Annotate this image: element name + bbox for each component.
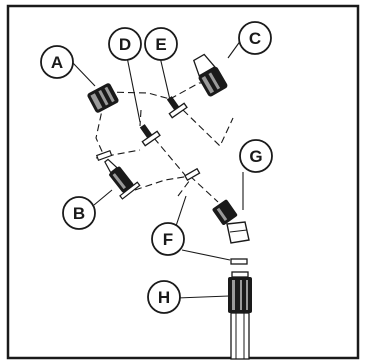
callout-a-label: A: [51, 53, 63, 72]
part-g-elbow-connector: [212, 199, 250, 244]
part-c-connector: [193, 53, 228, 97]
callout-c: C: [238, 21, 272, 55]
part-f-washer-upper: [184, 167, 201, 181]
leader-lines: [72, 39, 244, 299]
callout-h-label: H: [158, 288, 170, 307]
callout-g-label: G: [249, 147, 262, 166]
callout-d-label: D: [119, 35, 131, 54]
part-d-fitting: [139, 124, 161, 147]
callout-e: E: [144, 27, 178, 61]
part-f-washer-lower: [230, 258, 248, 265]
callout-b-label: B: [73, 204, 85, 223]
callout-g: G: [239, 139, 273, 173]
callout-e-label: E: [155, 35, 166, 54]
callout-a: A: [40, 45, 74, 79]
callout-f-label: F: [163, 230, 173, 249]
part-b-ring: [95, 149, 113, 161]
callout-b: B: [62, 196, 96, 230]
part-h-tube-connector: [228, 271, 252, 360]
callout-h: H: [147, 280, 181, 314]
callout-d: D: [108, 27, 142, 61]
callout-c-label: C: [249, 29, 261, 48]
part-b-connector: [104, 158, 141, 200]
callout-f: F: [151, 222, 185, 256]
part-a-cap: [87, 83, 119, 113]
